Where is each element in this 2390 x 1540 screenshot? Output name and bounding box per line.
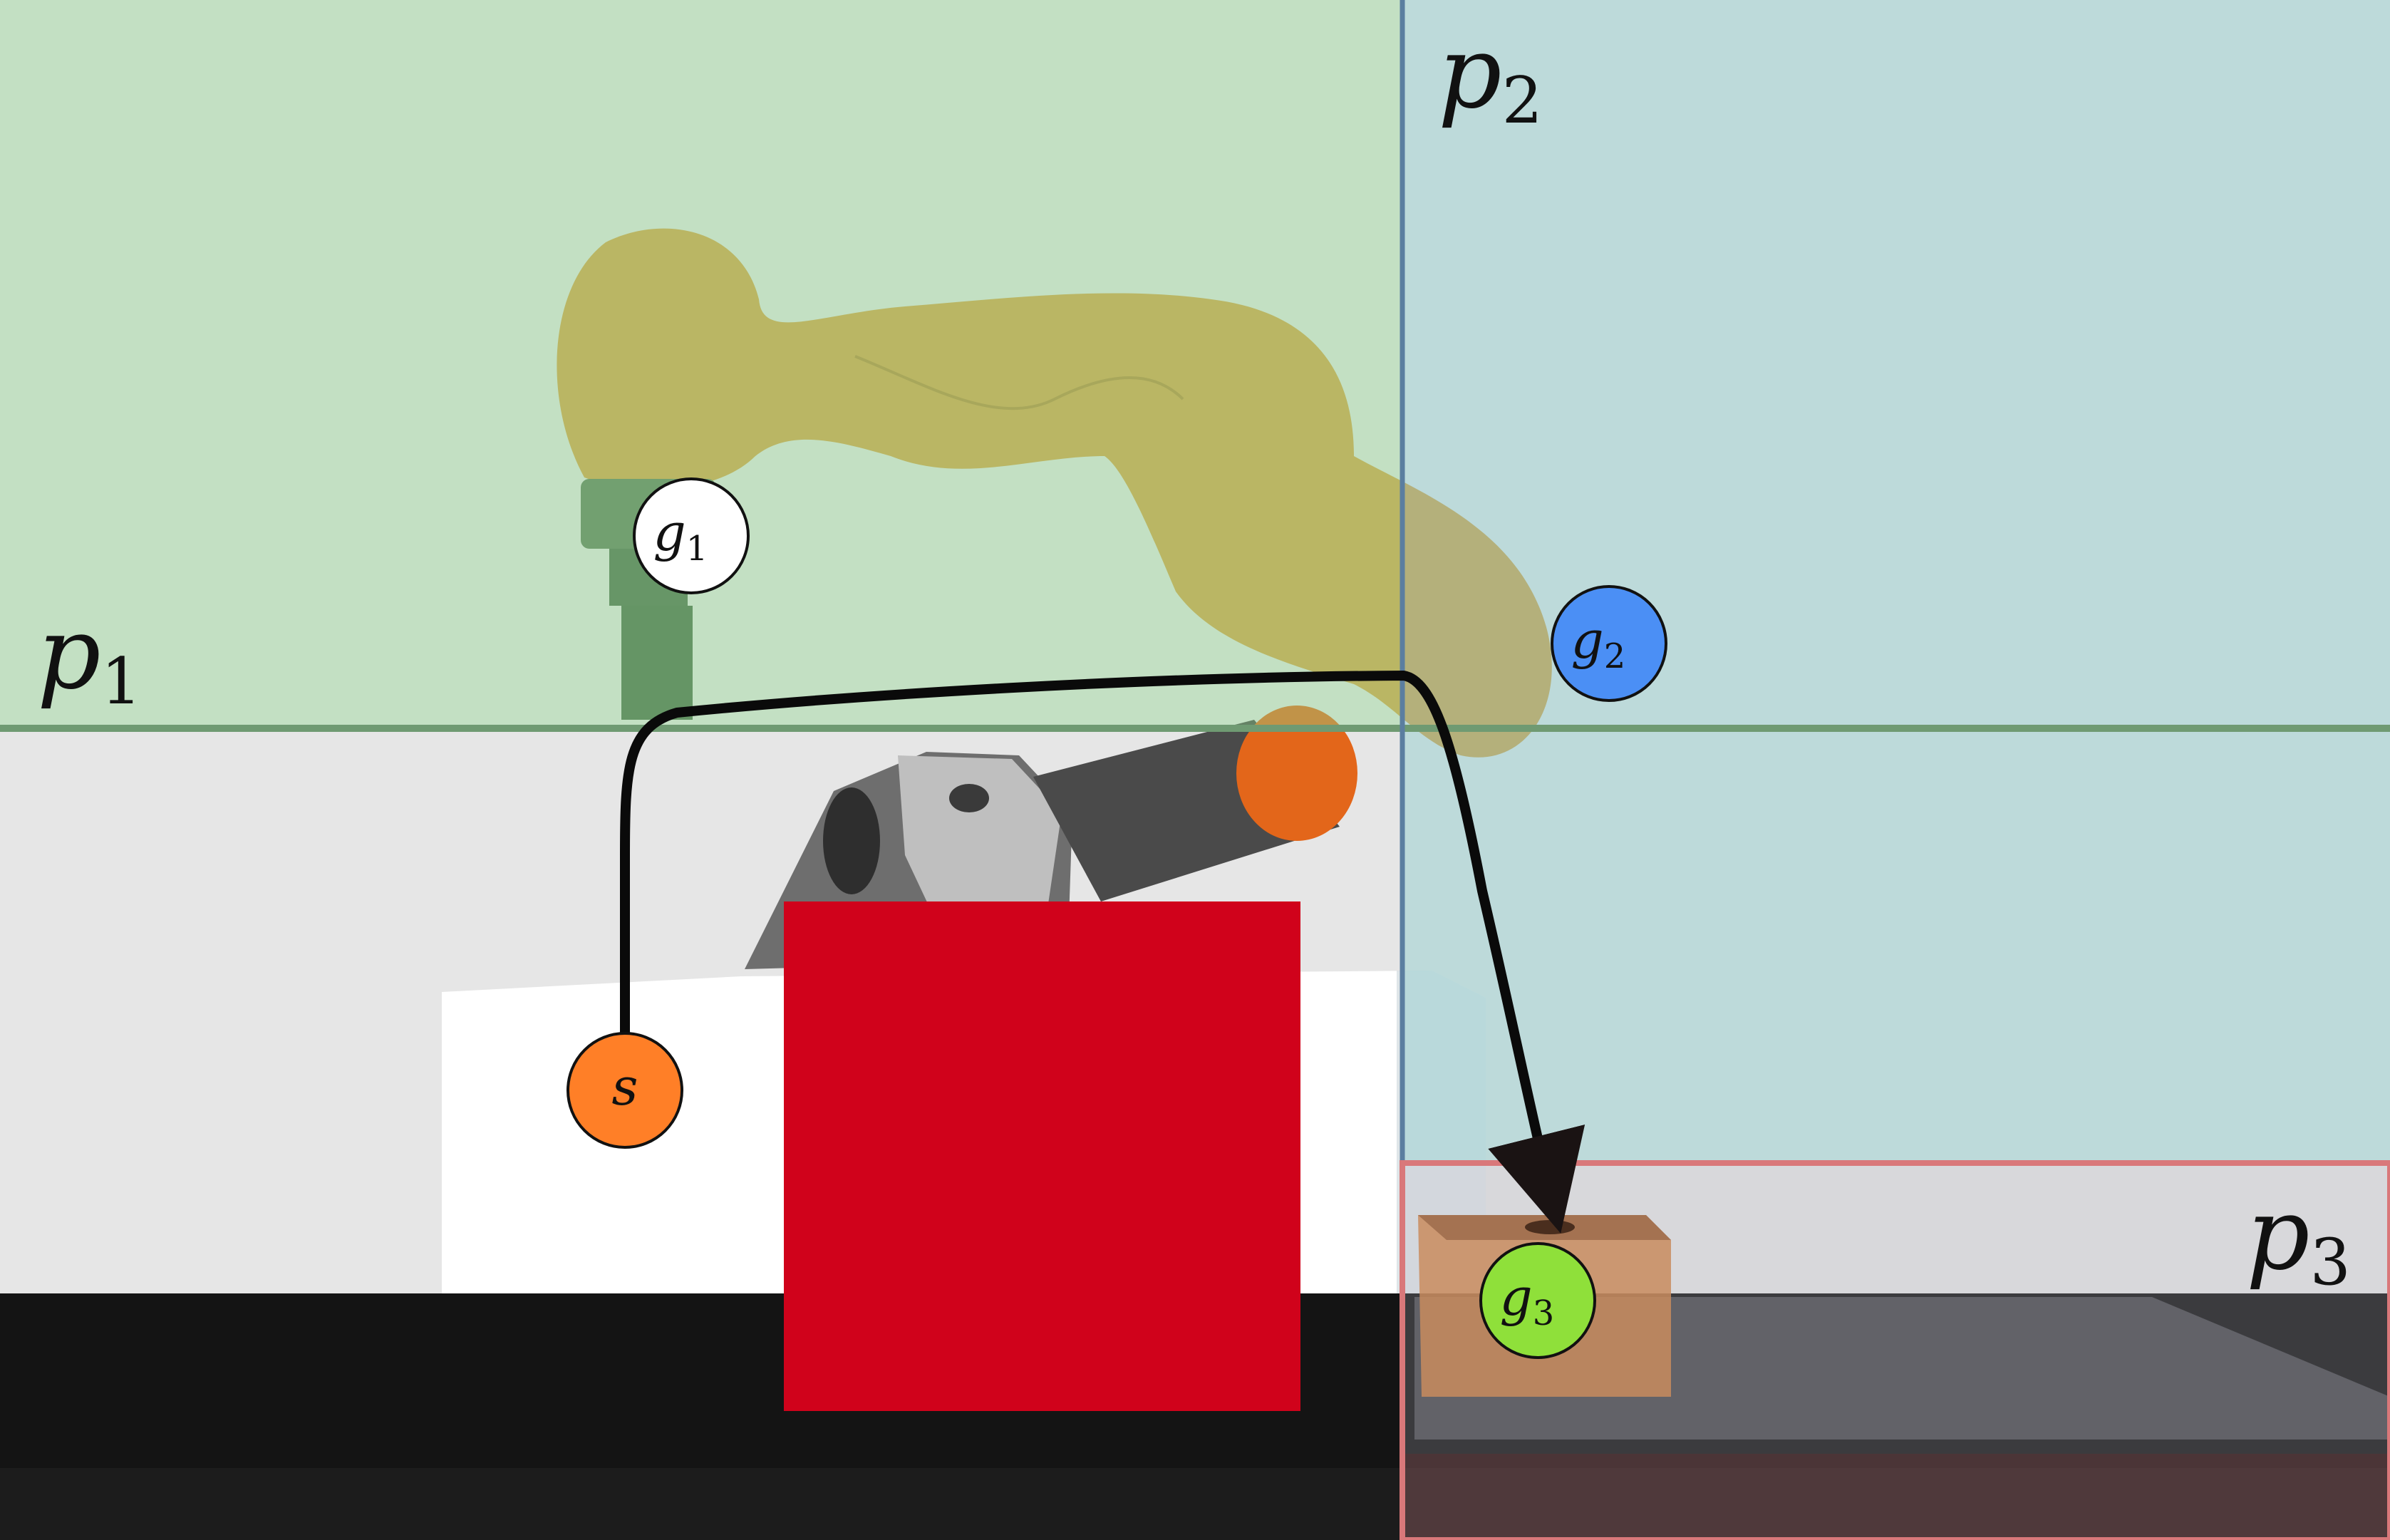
region-label-p1: p1	[37, 596, 142, 719]
waypoint-s: s	[567, 1032, 683, 1149]
region-label-p2: p2	[1438, 15, 1543, 138]
region-label-p3: p3	[2246, 1177, 2351, 1300]
region-p3-floor-tint	[1402, 1454, 2390, 1540]
waypoint-g2: g2	[1551, 585, 1667, 702]
svg-text:s: s	[612, 1057, 638, 1117]
planned-path	[620, 671, 1585, 1234]
svg-text:g3: g3	[1500, 1267, 1555, 1333]
floor-edge	[0, 1468, 2390, 1540]
obstacle-red-box	[784, 901, 1300, 1411]
region-p1	[0, 0, 1402, 728]
region-p2	[1402, 0, 2390, 1163]
waypoint-g1: g1	[633, 477, 750, 594]
svg-text:g2: g2	[1571, 610, 1626, 676]
white-table-side	[1397, 971, 1486, 1293]
region-p3-border	[1400, 1160, 2390, 1540]
waypoint-g3: g3	[1479, 1242, 1596, 1359]
svg-text:g1: g1	[653, 502, 708, 569]
